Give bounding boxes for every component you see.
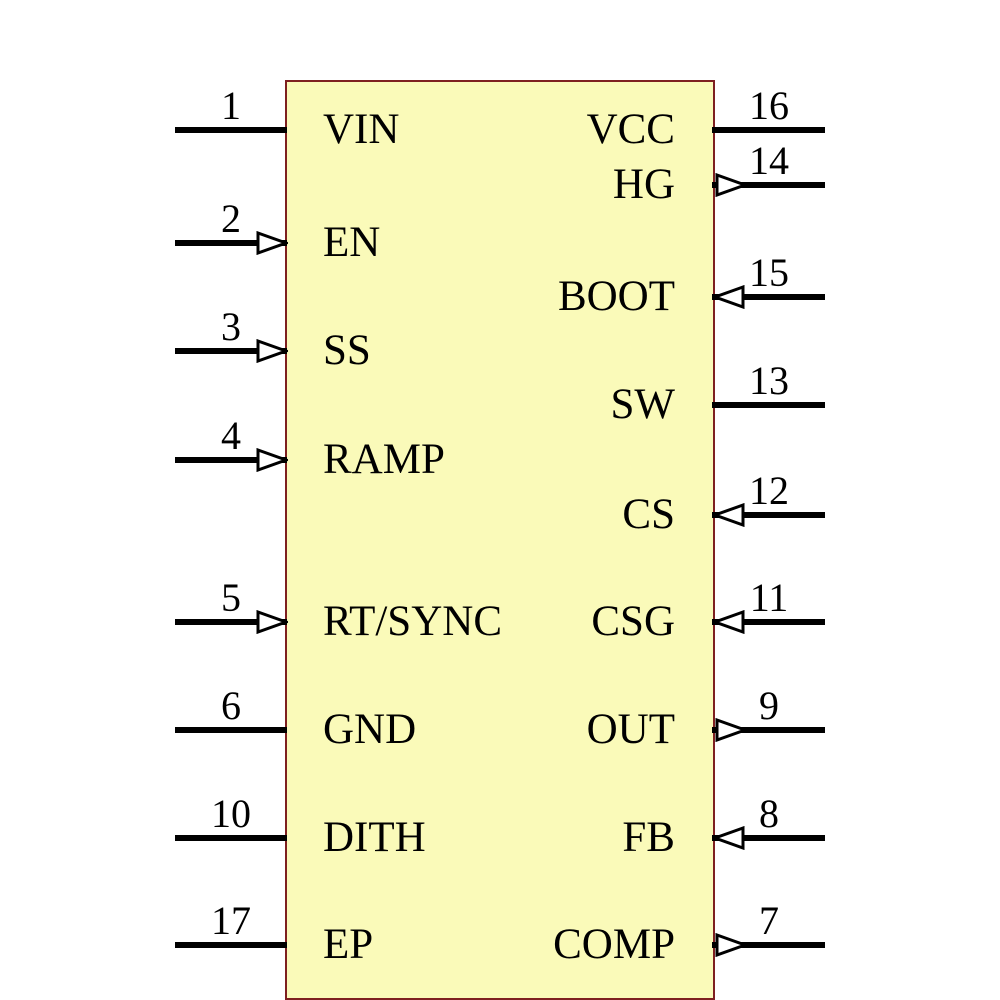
input-arrow-icon <box>713 285 745 309</box>
output-arrow-icon <box>715 933 747 957</box>
pin-stub-hg <box>712 182 825 188</box>
pin-label-hg: HG <box>612 161 675 208</box>
pin-stub-boot <box>712 294 825 300</box>
pin-stub-cs <box>712 512 825 518</box>
output-arrow-icon <box>715 718 747 742</box>
pin-stub-ep <box>175 942 287 948</box>
pin-number: 17 <box>211 898 251 943</box>
pin-stub-dith <box>175 835 287 841</box>
pin-label-comp: COMP <box>553 921 675 968</box>
pin-stub-out <box>712 727 825 733</box>
pin-stub-vcc <box>712 127 825 133</box>
pin-label-sw: SW <box>610 381 676 428</box>
pin-label-rtsync: RT/SYNC <box>323 598 503 645</box>
pin-label-boot: BOOT <box>557 273 675 320</box>
ic-body <box>285 80 715 1000</box>
pin-number: 2 <box>221 196 241 241</box>
pin-number: 6 <box>221 683 241 728</box>
pin-stub-ramp <box>175 457 287 463</box>
pin-label-vin: VIN <box>323 106 400 153</box>
pin-number: 15 <box>749 250 789 295</box>
pin-number: 3 <box>221 304 241 349</box>
input-arrow-icon <box>713 610 745 634</box>
pin-stub-comp <box>712 942 825 948</box>
pin-label-en: EN <box>323 219 381 266</box>
pin-number: 7 <box>759 898 779 943</box>
pin-number: 5 <box>221 575 241 620</box>
pin-stub-fb <box>712 835 825 841</box>
pin-stub-vin <box>175 127 287 133</box>
input-arrow-icon <box>256 231 288 255</box>
pin-label-vcc: VCC <box>586 106 675 153</box>
pin-number: 1 <box>221 83 241 128</box>
pin-stub-ss <box>175 348 287 354</box>
pin-label-dith: DITH <box>323 814 426 861</box>
input-arrow-icon <box>713 503 745 527</box>
pin-stub-rtsync <box>175 619 287 625</box>
pin-number: 14 <box>749 138 789 183</box>
input-arrow-icon <box>256 610 288 634</box>
output-arrow-icon <box>715 173 747 197</box>
pin-number: 8 <box>759 791 779 836</box>
pin-label-ep: EP <box>323 921 374 968</box>
input-arrow-icon <box>256 448 288 472</box>
pin-label-ramp: RAMP <box>323 436 445 483</box>
pin-label-out: OUT <box>586 706 675 753</box>
pin-label-ss: SS <box>323 327 371 374</box>
pin-number: 12 <box>749 468 789 513</box>
pin-label-csg: CSG <box>591 598 675 645</box>
pin-label-fb: FB <box>622 814 675 861</box>
pin-number: 10 <box>211 791 251 836</box>
pin-stub-en <box>175 240 287 246</box>
pin-number: 16 <box>749 83 789 128</box>
pin-number: 13 <box>749 358 789 403</box>
pin-label-cs: CS <box>622 491 675 538</box>
pin-stub-csg <box>712 619 825 625</box>
pin-stub-sw <box>712 402 825 408</box>
pin-number: 4 <box>221 413 241 458</box>
pin-label-gnd: GND <box>323 706 417 753</box>
pin-number: 9 <box>759 683 779 728</box>
input-arrow-icon <box>713 826 745 850</box>
input-arrow-icon <box>256 339 288 363</box>
pin-number: 11 <box>749 575 789 620</box>
pin-stub-gnd <box>175 727 287 733</box>
